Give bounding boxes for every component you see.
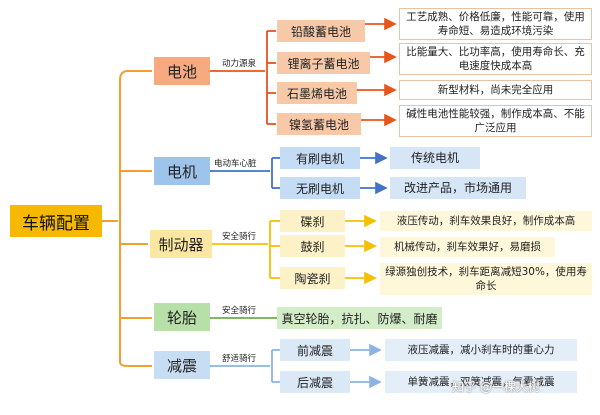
battery-type-nimh: 镍氢蓄电池 xyxy=(277,113,361,135)
battery-desc-graphene: 新型材料，尚未完全应用 xyxy=(399,80,592,100)
edge-label-tire: 安全骑行 xyxy=(222,306,257,316)
edge-label-battery: 动力源泉 xyxy=(222,59,257,69)
battery-desc-lithium-ion: 比能量大、比功率高，使用寿命长、充电速度快成本高 xyxy=(399,43,592,75)
motor-desc-brushed: 传统电机 xyxy=(390,147,480,169)
battery-type-lithium-ion: 锂离子蓄电池 xyxy=(277,52,370,74)
brake-desc-ceramic: 绿源独创技术，刹车距离减短30%，使用寿命长 xyxy=(380,263,592,295)
category-damping: 减震 xyxy=(154,351,210,379)
category-brake: 制动器 xyxy=(150,230,212,258)
motor-type-brushed: 有刷电机 xyxy=(280,147,360,169)
brake-type-ceramic: 陶瓷刹 xyxy=(280,267,345,289)
brake-type-disc: 碟刹 xyxy=(280,210,345,232)
brake-desc-disc: 液压传动，刹车效果良好，制作成本高 xyxy=(380,211,592,231)
category-tire: 轮胎 xyxy=(154,303,210,331)
category-battery: 电池 xyxy=(154,57,210,85)
battery-desc-lead-acid: 工艺成熟、价格低廉，性能可靠，使用寿命短、易造成环境污染 xyxy=(399,8,592,40)
battery-type-lead-acid: 铅酸蓄电池 xyxy=(277,20,365,42)
watermark: 知乎 @一棵大树 xyxy=(452,380,540,394)
brake-type-drum: 鼓刹 xyxy=(280,235,345,257)
battery-desc-nimh: 碱性电池性能较强，制作成本高、不能广泛应用 xyxy=(399,105,592,137)
edge-label-brake: 安全骑行 xyxy=(222,232,257,242)
damping-type-rear: 后减震 xyxy=(280,371,350,393)
damping-desc-front: 液压减震，减小刹车时的重心力 xyxy=(385,339,577,361)
brake-desc-drum: 机械传动，刹车效果好，易磨损 xyxy=(380,237,555,257)
root-node: 车辆配置 xyxy=(10,205,102,237)
tire-type-tubeless: 真空轮胎，抗扎、防爆、耐磨 xyxy=(277,307,442,329)
damping-type-front: 前减震 xyxy=(280,339,350,361)
category-motor: 电机 xyxy=(154,157,210,185)
motor-desc-brushless: 改进产品，市场通用 xyxy=(390,177,526,199)
motor-type-brushless: 无刷电机 xyxy=(280,177,360,199)
edge-label-damping: 舒适骑行 xyxy=(222,354,257,364)
edge-label-motor: 电动车心脏 xyxy=(214,159,257,169)
damping-desc-rear: 单簧减震，双簧减震，气囊减震 xyxy=(385,371,577,393)
battery-type-graphene: 石墨烯电池 xyxy=(277,82,357,104)
